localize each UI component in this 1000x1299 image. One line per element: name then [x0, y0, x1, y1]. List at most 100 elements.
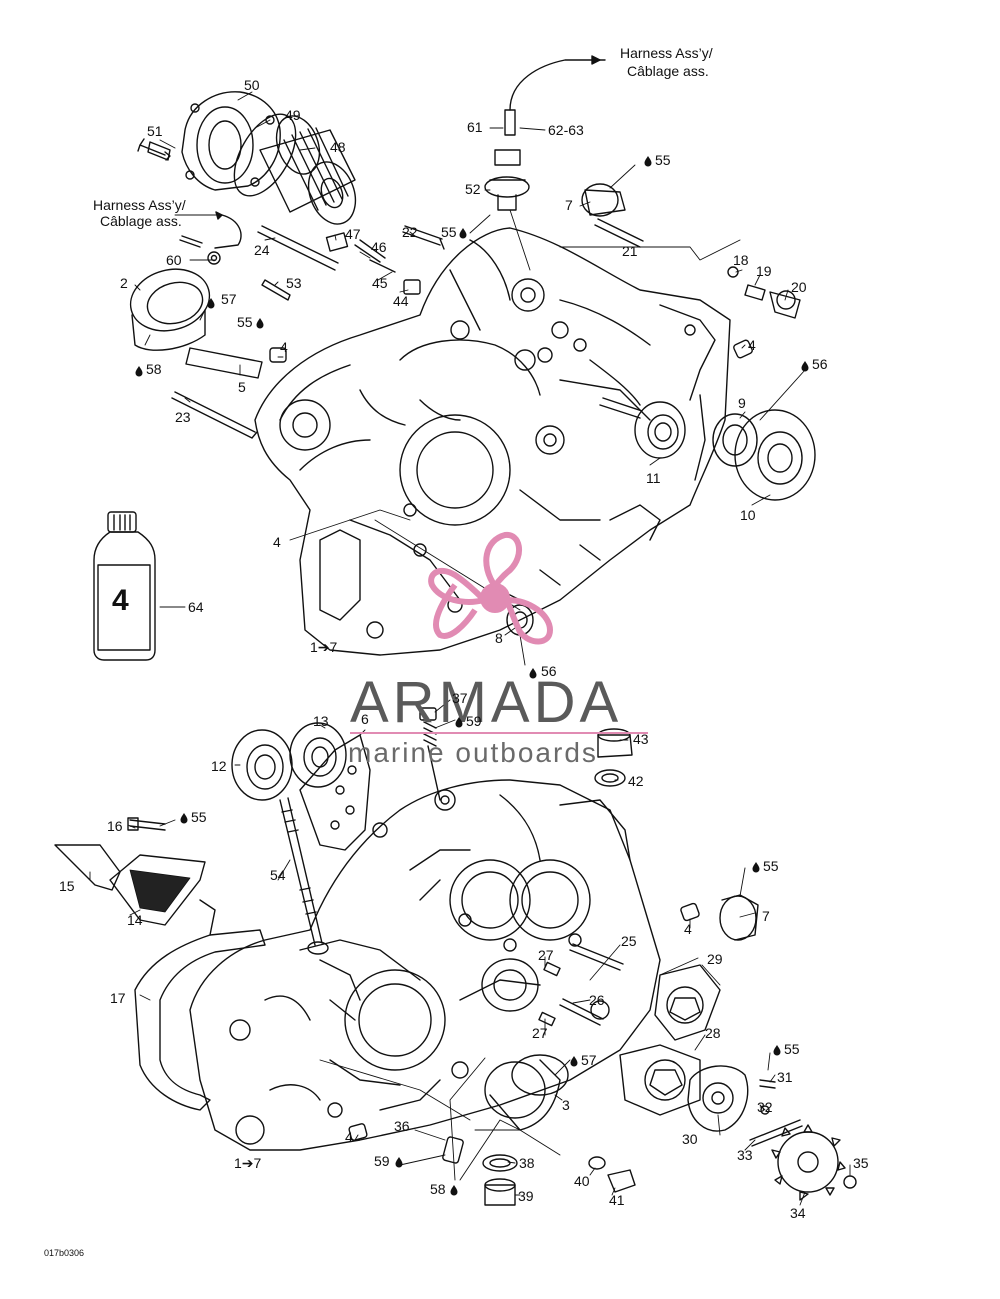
armada-watermark: ARMADA marine outboards [348, 531, 648, 768]
watermark-tagline: marine outboards [348, 737, 598, 768]
part-label: 55 [237, 314, 253, 330]
part-label: 9 [738, 395, 746, 411]
drop-icon [450, 1185, 458, 1196]
part-label: 30 [682, 1131, 698, 1147]
part-label: 39 [518, 1188, 534, 1204]
drop-icon [752, 862, 760, 873]
drop-icon [256, 318, 264, 329]
part-label: 40 [574, 1173, 590, 1189]
part-label: 55 [655, 152, 671, 168]
part-label: 42 [628, 773, 644, 789]
part-label: 58 [146, 361, 162, 377]
bearing-9-10 [712, 409, 816, 501]
drop-icon [773, 1045, 781, 1056]
part-label: 59 [466, 713, 482, 729]
part-label: 56 [812, 356, 828, 372]
part-label: 60 [166, 252, 182, 268]
range-label-top: 1➔7 [310, 639, 338, 655]
part-label: 12 [211, 758, 227, 774]
gasket-17 [134, 929, 266, 1111]
part-label: 28 [705, 1025, 721, 1041]
oil-pump-rotors [619, 964, 721, 1116]
part-label: 43 [633, 731, 649, 747]
part-label: 45 [372, 275, 388, 291]
part-label: 17 [110, 990, 126, 1006]
lower-crankcase [189, 779, 661, 1151]
drop-icon [459, 228, 467, 239]
part-label: 62-63 [548, 122, 584, 138]
part-label: 27 [538, 947, 554, 963]
part-label: 16 [107, 818, 123, 834]
part-labels: 50 49 51 48 47 46 45 44 22 24 60 53 55 2… [59, 77, 869, 1221]
watermark-logo-mark [428, 531, 554, 645]
part-label: 64 [188, 599, 204, 615]
part-label: 55 [191, 809, 207, 825]
range-label-bottom: 1➔7 [234, 1155, 262, 1171]
harness-label-left-1: Harness Ass’y/ [93, 197, 186, 213]
part-label: 15 [59, 878, 75, 894]
harness-label-left-2: Câblage ass. [100, 213, 182, 229]
part-label: 21 [622, 243, 638, 259]
sleeve-3 [484, 1054, 569, 1131]
part-label: 2 [120, 275, 128, 291]
part-label: 8 [495, 630, 503, 646]
part-label: 4 [748, 337, 756, 353]
part-label: 19 [756, 263, 772, 279]
bearing-11 [634, 401, 686, 459]
part-label: 35 [853, 1155, 869, 1171]
drop-icon [135, 366, 143, 377]
sensor-52 [484, 59, 606, 211]
part-label: 26 [589, 992, 605, 1008]
part-label: 4 [345, 1129, 353, 1145]
part-label: 32 [757, 1099, 773, 1115]
part-label: 52 [465, 181, 481, 197]
part-label: 7 [565, 197, 573, 213]
part-label: 50 [244, 77, 260, 93]
seal-2 [129, 268, 211, 351]
bearing-12-13 [231, 722, 347, 801]
harness-label-top-2: Câblage ass. [627, 63, 709, 79]
drop-icon [570, 1056, 578, 1067]
bottle-label: 4 [112, 584, 129, 617]
oil-filter-assembly [137, 91, 386, 263]
part-label: 55 [441, 224, 457, 240]
part-label: 41 [609, 1192, 625, 1208]
drop-icon [395, 1157, 403, 1168]
reference-code: 017b0306 [44, 1248, 84, 1258]
part-label: 25 [621, 933, 637, 949]
oil-bottle [93, 511, 156, 661]
part-label: 23 [175, 409, 191, 425]
part-label: 4 [280, 339, 288, 355]
part-label: 6 [361, 711, 369, 727]
part-label: 24 [254, 242, 270, 258]
part-label: 4 [684, 921, 692, 937]
part-label: 7 [762, 908, 770, 924]
part-label: 18 [733, 252, 749, 268]
harness-label-top-1: Harness Ass’y/ [620, 45, 713, 61]
part-label: 58 [430, 1181, 446, 1197]
part-label: 55 [763, 858, 779, 874]
upper-crankcase [254, 227, 731, 656]
part-label: 51 [147, 123, 163, 139]
screen-14-15 [54, 844, 206, 926]
drop-icon [644, 156, 652, 167]
harness-wire-left [214, 214, 242, 249]
part-label: 57 [221, 291, 237, 307]
part-label: 13 [313, 713, 329, 729]
part-label: 55 [784, 1041, 800, 1057]
part-label: 14 [127, 912, 143, 928]
part-label: 33 [737, 1147, 753, 1163]
part-label: 3 [562, 1097, 570, 1113]
part-label: 48 [330, 139, 346, 155]
part-label: 54 [270, 867, 286, 883]
part-label: 46 [371, 239, 387, 255]
part-label: 29 [707, 951, 723, 967]
part-label: 11 [646, 470, 661, 486]
gear-34 [771, 1124, 846, 1201]
part-label: 36 [394, 1118, 410, 1134]
part-label: 56 [541, 663, 557, 679]
part-label: 27 [532, 1025, 548, 1041]
part-label: 34 [790, 1205, 806, 1221]
part-label: 61 [467, 119, 483, 135]
